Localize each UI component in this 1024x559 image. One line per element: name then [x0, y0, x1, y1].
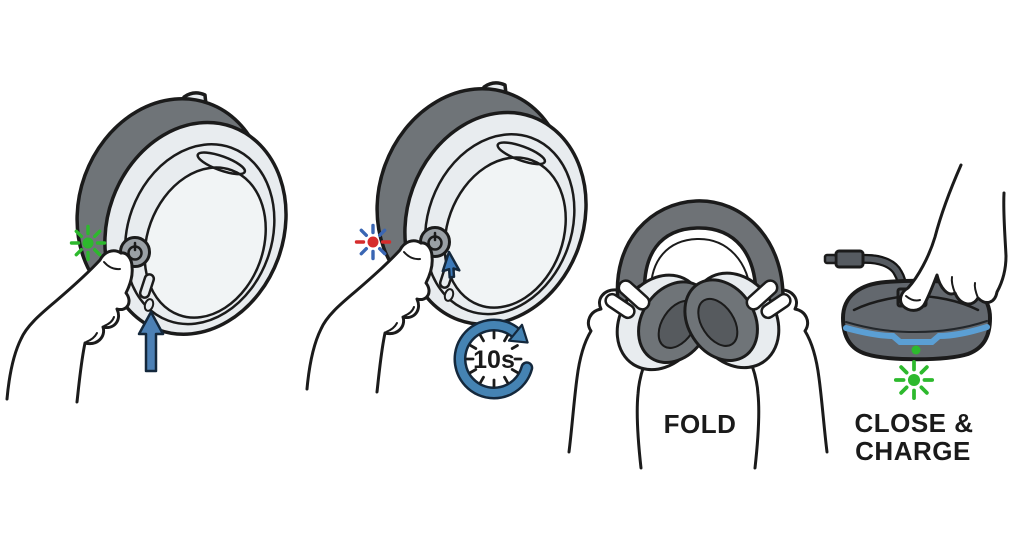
up-arrow-icon [137, 310, 165, 373]
red-blue-blinking-led-icon [354, 223, 392, 261]
close-charge-label-line2: CHARGE [855, 436, 971, 466]
case-stripe [843, 324, 990, 345]
fold-label: FOLD [664, 409, 737, 439]
case-seam-line [845, 320, 988, 334]
step-fold: FOLD [567, 199, 829, 470]
timer-duration-label: 10s [473, 346, 515, 374]
cursor-icon [441, 250, 461, 279]
headband-cushion-line [649, 237, 752, 298]
green-blinking-led-icon [893, 359, 935, 401]
green-led-dot [911, 345, 921, 355]
case-pressing-hand [899, 163, 1008, 312]
step-close-and-charge: CLOSE & CHARGE [823, 163, 1008, 466]
step-press-power [5, 70, 322, 404]
timer-clockwise-icon: 10s [453, 318, 534, 400]
close-charge-label-line1: CLOSE & [854, 408, 973, 438]
headphone-earcup-press [5, 70, 322, 404]
step-hold-10s: 10s [305, 60, 622, 400]
green-blinking-led-icon [69, 224, 107, 262]
